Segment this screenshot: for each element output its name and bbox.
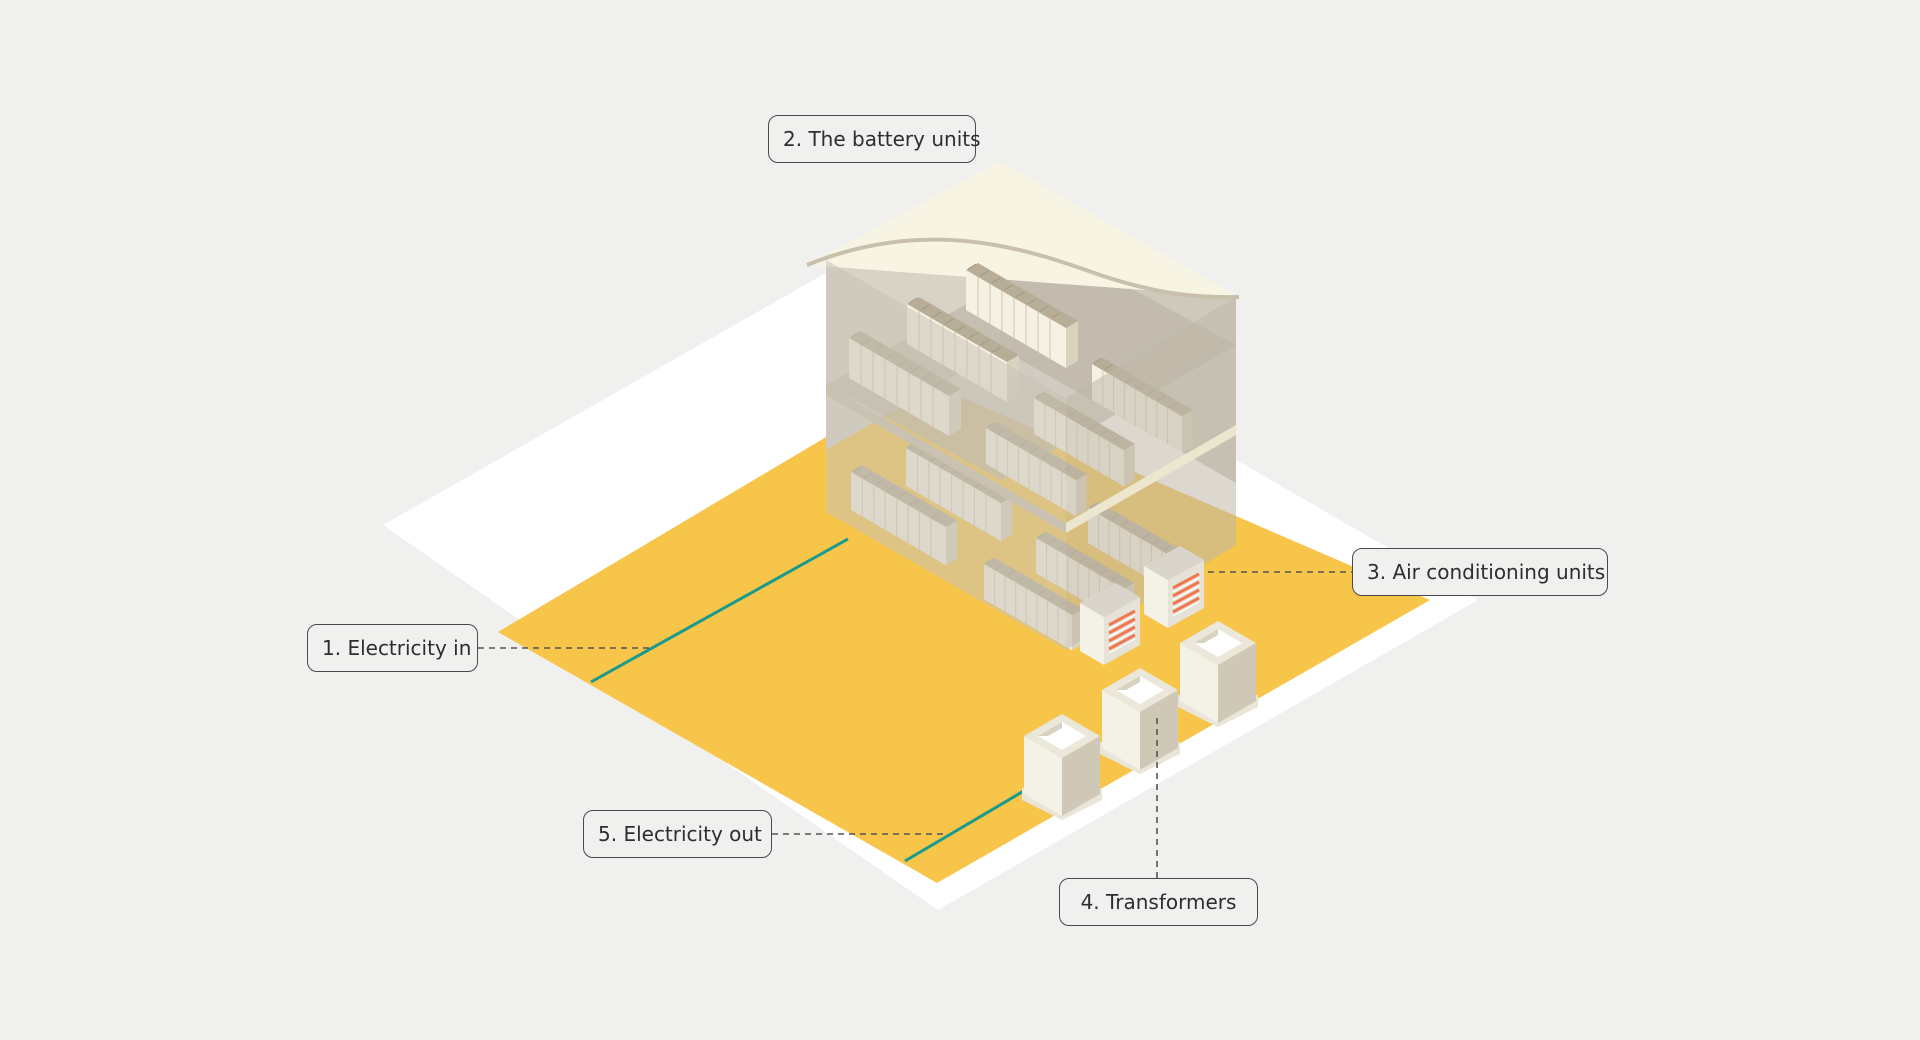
callout-air-conditioning-units: 3. Air conditioning units (1352, 548, 1608, 596)
callout-transformers: 4. Transformers (1059, 878, 1258, 926)
callout-electricity-out: 5. Electricity out (583, 810, 772, 858)
callout-battery-units: 2. The battery units (768, 115, 981, 163)
callout-electricity-in: 1. Electricity in (307, 624, 478, 672)
